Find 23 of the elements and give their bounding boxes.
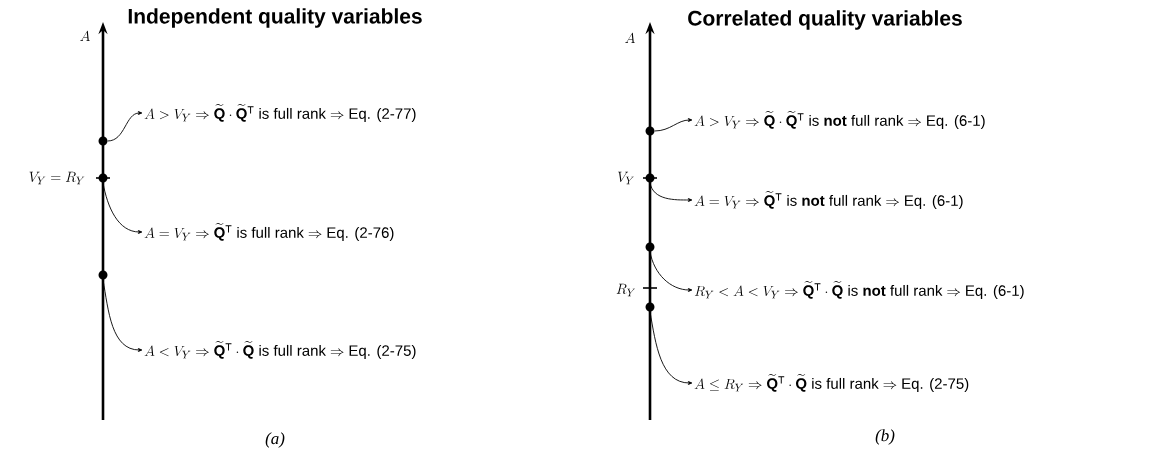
axis-label: $A$ bbox=[80, 30, 90, 41]
panel-caption: (b) bbox=[875, 429, 895, 445]
curved-arrow bbox=[649, 311, 693, 385]
condition-text: $A = V_Y \Rightarrow \widetilde{\mathbf{Q}}^{\mathrm{T}} \text{ is full rank} \Rightarrow \text{Eq. (2-76)}$ bbox=[144, 223, 394, 241]
curved-arrow bbox=[102, 182, 143, 234]
panel-caption: (a) bbox=[265, 432, 285, 448]
axis-label: $A$ bbox=[625, 32, 635, 43]
axis-label: $V_Y = R_Y$ bbox=[29, 171, 85, 185]
curved-arrow bbox=[654, 118, 693, 132]
panel-title: Correlated quality variables bbox=[688, 10, 962, 30]
condition-text: $A < V_Y \Rightarrow \widetilde{\mathbf{Q}}^{\mathrm{T}} \cdot \widetilde{\mathbf{Q}} \text{ is full rank} \Rightarrow \text{Eq. (2-75)}$ bbox=[144, 341, 416, 359]
curved-arrow bbox=[107, 111, 143, 142]
curved-arrow bbox=[102, 279, 143, 352]
condition-text: $A > V_Y \Rightarrow \widetilde{\mathbf{Q}} \cdot \widetilde{\mathbf{Q}}^{\mathrm{T}} \text{ is full rank} \Rightarrow \text{Eq. (2-77)}$ bbox=[144, 104, 416, 122]
condition-text: $A = V_Y \Rightarrow \widetilde{\mathbf{Q}}^{\mathrm{T}} \text{ is \textbf{not} full rank} \Rightarrow \text{Eq. (6-1)}$ bbox=[694, 191, 963, 209]
panel-title: Independent quality variables bbox=[128, 8, 422, 28]
curved-arrow bbox=[649, 182, 693, 202]
axis-label: $V_Y$ bbox=[618, 171, 634, 185]
curved-arrow bbox=[649, 251, 693, 292]
condition-text: $A \leq R_Y \Rightarrow \widetilde{\mathbf{Q}}^{\mathrm{T}} \cdot \widetilde{\mathbf{Q}} \text{ is full rank} \Rightarrow \text{Eq. (2-75)}$ bbox=[694, 374, 969, 392]
condition-text: $A > V_Y \Rightarrow \widetilde{\mathbf{Q}} \cdot \widetilde{\mathbf{Q}}^{\mathrm{T}} \text{ is \textbf{not} full rank} \Rightarrow \text{Eq. (6-1)}$ bbox=[694, 111, 985, 129]
condition-text: $R_Y < A < V_Y \Rightarrow \widetilde{\mathbf{Q}}^{\mathrm{T}} \cdot \widetilde{\mathbf{Q}} \text{ is \textbf{not} full rank} \Rightarrow \text{Eq. (6-1)}$ bbox=[694, 281, 1024, 299]
axis-label: $R_Y$ bbox=[616, 283, 636, 297]
